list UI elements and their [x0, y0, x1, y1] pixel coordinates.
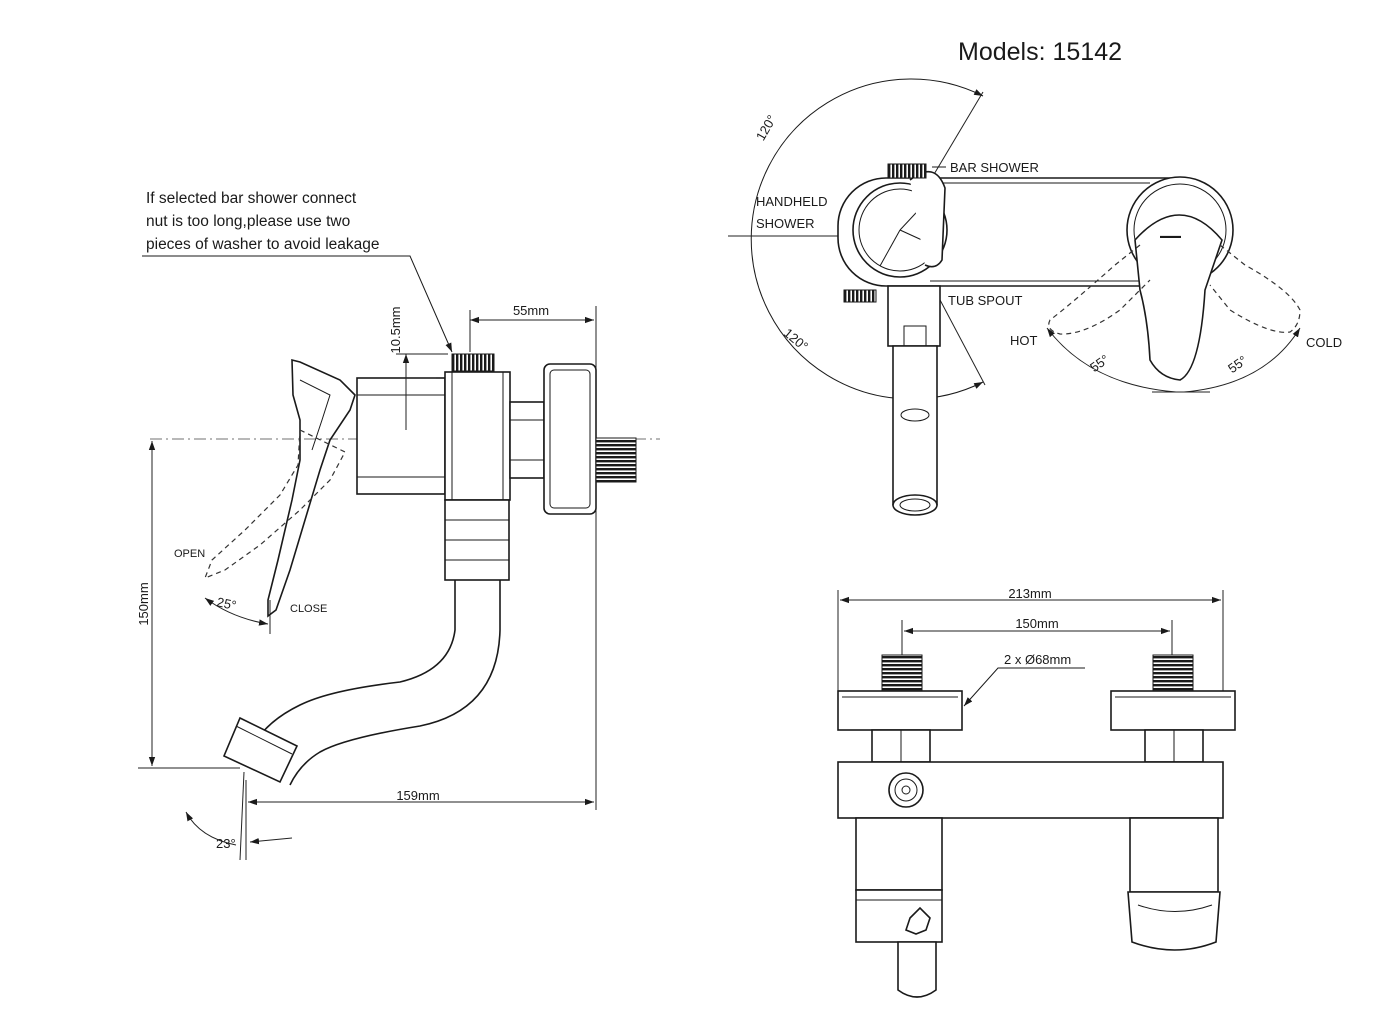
front-spout	[897, 941, 937, 998]
dim-flange-label: 2 x Ø68mm	[1004, 652, 1071, 667]
label-tub-spout: TUB SPOUT	[948, 293, 1022, 308]
angle-cold-label: 55°	[1225, 353, 1250, 377]
hot-dashed-handle	[1048, 244, 1151, 335]
dim-height-label: 150mm	[136, 582, 151, 625]
diverter-block	[444, 371, 511, 501]
cold-dashed-handle	[1209, 244, 1301, 333]
front-mixer-cyl	[1129, 817, 1219, 893]
front-diverter-knob	[905, 906, 931, 935]
label-close: CLOSE	[290, 603, 327, 615]
front-diverter-cyl	[855, 817, 943, 891]
rotation-arc	[750, 78, 984, 400]
label-cold: COLD	[1306, 335, 1342, 350]
model-title: Models: 15142	[958, 38, 1122, 66]
tub-spout-pipe	[892, 345, 938, 514]
note-line-3: pieces of washer to avoid leakage	[146, 236, 380, 253]
hex-nut	[509, 401, 545, 479]
spout-tip	[222, 716, 299, 784]
angle-upper-label: 120°	[753, 112, 779, 143]
dim-length-label: 159mm	[396, 788, 439, 803]
label-handheld-1: HANDHELD	[756, 194, 828, 209]
handle-lever	[267, 358, 356, 618]
mixer-handle	[1134, 214, 1223, 381]
front-thread-right	[1152, 654, 1194, 692]
angle-spout-label: 23°	[216, 836, 236, 851]
dim-depth-label: 55mm	[513, 303, 549, 318]
dim-centers-label: 150mm	[1015, 616, 1058, 631]
label-handheld-2: SHOWER	[756, 216, 815, 231]
angle-hot-label: 55°	[1087, 352, 1112, 376]
tub-spout-block	[887, 285, 941, 347]
dim-overall-label: 213mm	[1008, 586, 1051, 601]
angle-handle-label: 25°	[215, 594, 237, 613]
note-leader	[142, 255, 453, 353]
handheld-thread	[843, 289, 877, 303]
front-view: 213mm 150mm 2 x Ø68mm	[837, 586, 1236, 998]
front-screw	[888, 772, 924, 808]
top-thread	[451, 353, 495, 372]
side-view: If selected bar shower connect nut is to…	[136, 190, 660, 861]
front-thread-left	[881, 654, 923, 692]
wall-flange	[543, 363, 597, 515]
dim-thread-label: 10.5mm	[388, 307, 403, 354]
label-open: OPEN	[174, 548, 205, 560]
label-hot: HOT	[1010, 333, 1038, 348]
front-mixer-handle	[1127, 891, 1221, 951]
wall-thread	[595, 437, 637, 483]
spout	[251, 580, 456, 749]
handle-lever-inner	[299, 379, 331, 451]
svg-text:▬▬▬: ▬▬▬	[1160, 233, 1181, 240]
handle-open-dashed	[203, 429, 346, 580]
note-line-2: nut is too long,please use two	[146, 213, 350, 230]
body-cylinder	[356, 377, 446, 495]
top-view: 120° 120° ▬▬▬	[728, 78, 1342, 516]
note-line-1: If selected bar shower connect	[146, 190, 357, 207]
bar-shower-thread	[887, 163, 927, 179]
label-bar-shower: BAR SHOWER	[950, 160, 1039, 175]
